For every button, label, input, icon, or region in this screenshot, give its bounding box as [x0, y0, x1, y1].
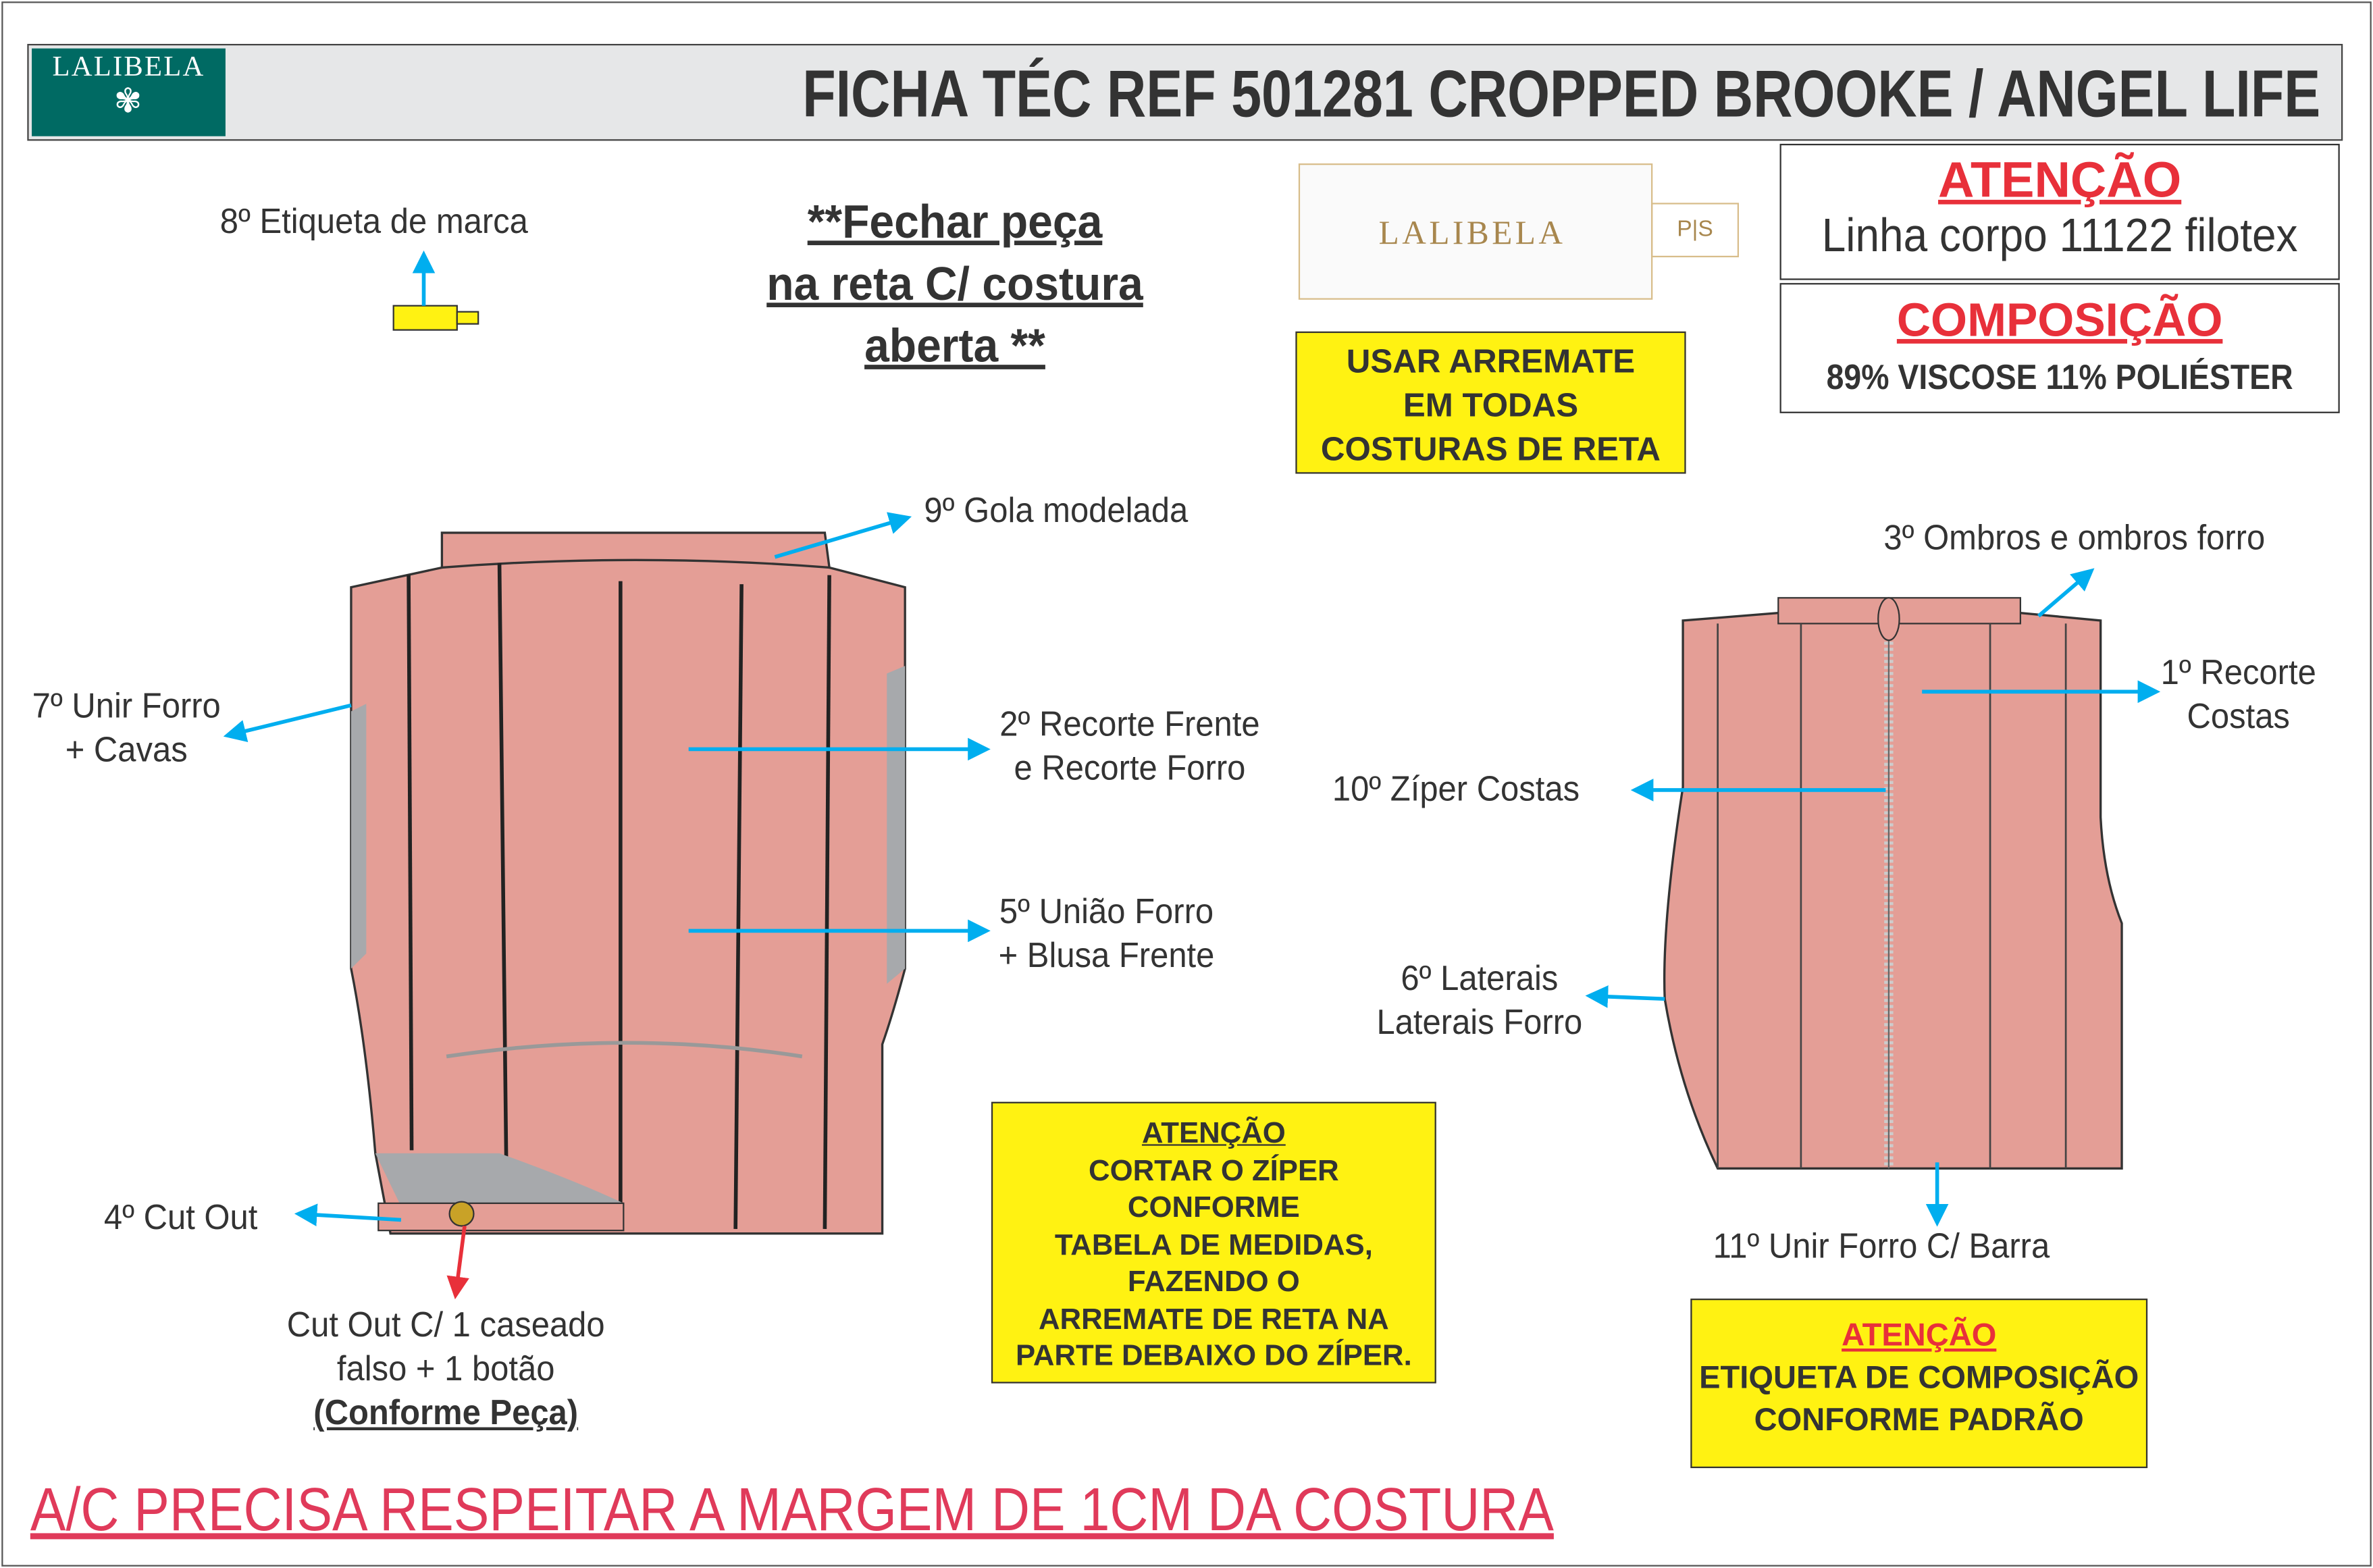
step-3-label: 3º Ombros e ombros forro — [1883, 517, 2266, 557]
button-icon — [448, 1201, 475, 1227]
step-8-label: 8º Etiqueta de marca — [219, 201, 528, 241]
size-tag: P|S — [1651, 203, 1740, 258]
step-10-label: 10º Zíper Costas — [1332, 768, 1580, 808]
footer-margin-warning: A/C PRECISA RESPEITAR A MARGEM DE 1CM DA… — [30, 1477, 1554, 1544]
logo-text: LALIBELA — [52, 51, 205, 84]
callout-arrows — [223, 250, 2161, 1227]
back-garment-drawing — [1663, 597, 2123, 1170]
header-bar: LALIBELA ✾ FICHA TÉC REF 501281 CROPPED … — [27, 43, 2343, 141]
brand-label-icon — [392, 305, 479, 331]
step-5-label: 5º União Forro+ Blusa Frente — [998, 891, 1215, 975]
thread-attention-box: ATENÇÃO Linha corpo 11122 filotex — [1779, 143, 2340, 280]
page-title: FICHA TÉC REF 501281 CROPPED BROOKE / AN… — [802, 57, 2320, 132]
tag-brand: LALIBELA — [1378, 213, 1566, 252]
step-9-label: 9º Gola modelada — [924, 490, 1189, 530]
step-7-label: 7º Unir Forro+ Cavas — [32, 685, 221, 769]
step-11-label: 11º Unir Forro C/ Barra — [1713, 1226, 2050, 1265]
bee-icon: ✾ — [113, 82, 144, 120]
step-4-label: 4º Cut Out — [103, 1197, 258, 1237]
brand-tag-image: LALIBELA — [1298, 163, 1653, 300]
composition-box: COMPOSIÇÃO 89% VISCOSE 11% POLIÉSTER — [1779, 283, 2340, 413]
brand-logo: LALIBELA ✾ — [32, 48, 226, 136]
front-garment-drawing — [350, 531, 906, 1235]
